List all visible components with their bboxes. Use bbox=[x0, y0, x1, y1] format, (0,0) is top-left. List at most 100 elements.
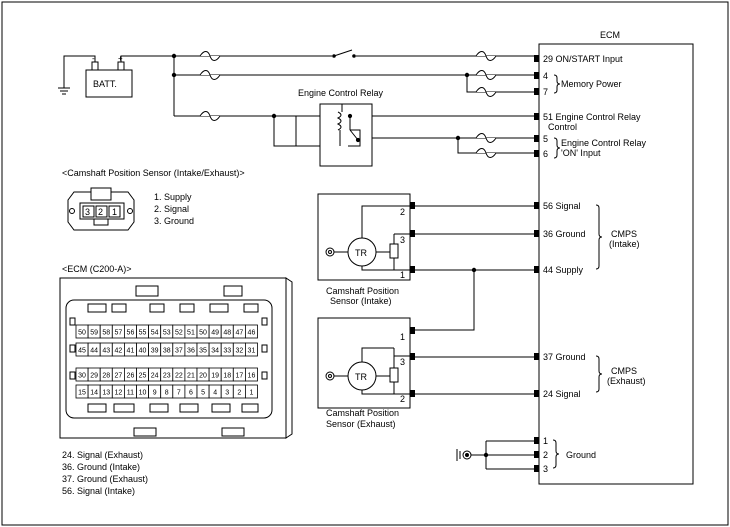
ecm-connector-pin-label: 46 bbox=[248, 330, 256, 337]
sensor-intake-internals bbox=[325, 205, 410, 271]
ecm-cmps-intake-a: CMPS bbox=[611, 229, 637, 239]
supply-junction-dot bbox=[471, 267, 477, 273]
cmp-connector-pins: 3 2 1 bbox=[82, 205, 121, 218]
ecm-connector-pin-label: 30 bbox=[78, 373, 86, 380]
ecm-connector-pin-label: 13 bbox=[102, 390, 110, 397]
ecm-title: ECM bbox=[600, 30, 620, 40]
ecm-connector-pin-label: 24 bbox=[151, 373, 159, 380]
ecm-connector-pin-label: 3 bbox=[225, 390, 229, 397]
ecm-cmps-exhaust-b: (Exhaust) bbox=[607, 376, 646, 386]
ecm-connector-pin-label: 58 bbox=[102, 330, 110, 337]
ecm-pin-markers bbox=[534, 55, 539, 472]
svg-text:2: 2 bbox=[98, 207, 103, 217]
ecm-connector-pin-label: 34 bbox=[211, 348, 219, 355]
ground-junction-dot bbox=[483, 452, 489, 458]
ecm-connector-pin-label: 38 bbox=[163, 348, 171, 355]
ground-wires bbox=[471, 440, 534, 470]
battery-minus: - bbox=[92, 54, 95, 63]
ecm-connector-pin-label: 17 bbox=[235, 373, 243, 380]
cmp-legend-ground: 3. Ground bbox=[154, 216, 194, 226]
ecm-connector-pin-label: 48 bbox=[223, 330, 231, 337]
ecm-relay-on-b: 'ON' Input bbox=[561, 148, 601, 158]
ecm-memory-power: Memory Power bbox=[561, 79, 622, 89]
ecm-pin-56: 56 Signal bbox=[543, 201, 581, 211]
ecm-connector-pin-label: 1 bbox=[249, 390, 253, 397]
ecm-connector-pin-label: 23 bbox=[163, 373, 171, 380]
ecm-connector-pin-label: 56 bbox=[127, 330, 135, 337]
ecm-connector-pin-label: 33 bbox=[223, 348, 231, 355]
sensor-intake-pin2: 2 bbox=[400, 207, 405, 217]
sensor-wires bbox=[415, 205, 534, 395]
ecm-legend-24: 24. Signal (Exhaust) bbox=[62, 450, 143, 460]
ecm-connector-pin-label: 49 bbox=[211, 330, 219, 337]
ecm-relay-on-a: Engine Control Relay bbox=[561, 138, 647, 148]
battery-ground-wire bbox=[63, 55, 96, 88]
ecm-ground-pin-2: 2 bbox=[543, 450, 548, 460]
ecm-connector-pin-label: 21 bbox=[187, 373, 195, 380]
ecm-connector-pin-label: 4 bbox=[213, 390, 217, 397]
junction-dots bbox=[171, 53, 470, 141]
cmp-legend-signal: 2. Signal bbox=[154, 204, 189, 214]
battery-terminal-pos bbox=[117, 61, 125, 71]
ecm-connector-pin-label: 6 bbox=[189, 390, 193, 397]
fuse-icons bbox=[199, 51, 497, 158]
ecm-connector-pin-label: 31 bbox=[248, 348, 256, 355]
ecm-connector-pin-label: 51 bbox=[187, 330, 195, 337]
ecm-pin-44: 44 Supply bbox=[543, 265, 584, 275]
ecm-pin-4: 4 bbox=[543, 71, 548, 81]
sensor-intake-pins bbox=[410, 202, 415, 273]
ecm-connector-pin-label: 15 bbox=[78, 390, 86, 397]
ecm-connector-pin-label: 59 bbox=[90, 330, 98, 337]
ecm-connector-pin-label: 43 bbox=[102, 348, 110, 355]
ecm-connector-pin-label: 50 bbox=[199, 330, 207, 337]
sensor-exhaust-internals bbox=[325, 347, 410, 395]
ecm-connector-pin-label: 40 bbox=[139, 348, 147, 355]
ecm-connector-pin-label: 22 bbox=[175, 373, 183, 380]
ecm-connector-cell bbox=[244, 324, 258, 339]
sensor-intake-caption-b: Sensor (Intake) bbox=[330, 296, 392, 306]
sensor-exhaust-caption-a: Camshaft Position bbox=[326, 408, 399, 418]
ecm-box bbox=[538, 43, 694, 485]
ecm-connector-pin-label: 18 bbox=[223, 373, 231, 380]
ecm-connector-pin-label: 37 bbox=[175, 348, 183, 355]
sensor-exhaust-pin3: 3 bbox=[400, 357, 405, 367]
battery-box bbox=[85, 69, 133, 98]
ecm-connector-pin-label: 52 bbox=[175, 330, 183, 337]
ecm-pin-5: 5 bbox=[543, 134, 548, 144]
ecm-connector-pin-label: 25 bbox=[139, 373, 147, 380]
ecm-connector-pin-label: 44 bbox=[90, 348, 98, 355]
battery-ground-icon bbox=[58, 87, 70, 95]
svg-text:3: 3 bbox=[85, 207, 90, 217]
ecm-connector-pin-label: 8 bbox=[165, 390, 169, 397]
sensor-exhaust-tr: TR bbox=[355, 372, 367, 382]
ecm-connector-pin-label: 11 bbox=[127, 390, 134, 397]
ecm-connector-cell bbox=[244, 342, 258, 357]
ecm-connector-pin-label: 5 bbox=[201, 390, 205, 397]
ecm-connector-pin-label: 28 bbox=[102, 373, 110, 380]
ecm-pin-29: 29 ON/START Input bbox=[543, 54, 623, 64]
ecm-connector-pin-label: 55 bbox=[139, 330, 147, 337]
sensor-exhaust-pin2: 2 bbox=[400, 394, 405, 404]
ecm-pin-7: 7 bbox=[543, 87, 548, 97]
ecm-ground-pin-1: 1 bbox=[543, 436, 548, 446]
ecm-connector-pin-label: 26 bbox=[127, 373, 135, 380]
ecm-connector-pin-label: 42 bbox=[114, 348, 122, 355]
ecm-connector-pin-label: 16 bbox=[248, 373, 256, 380]
ecm-connector-cell bbox=[244, 384, 258, 399]
ecm-connector-cell bbox=[244, 367, 258, 382]
ecm-connector-pin-label: 9 bbox=[153, 390, 157, 397]
ecm-connector-pin-label: 32 bbox=[235, 348, 243, 355]
ecm-connector-pin-label: 41 bbox=[127, 348, 135, 355]
ecm-connector-pin-label: 45 bbox=[78, 348, 86, 355]
ecm-pin-36: 36 Ground bbox=[543, 229, 586, 239]
svg-text:1: 1 bbox=[112, 207, 117, 217]
ecm-connector-pin-label: 12 bbox=[114, 390, 122, 397]
relay-box bbox=[319, 103, 373, 167]
cmp-connector-title: <Camshaft Position Sensor (Intake/Exhaus… bbox=[62, 168, 245, 178]
sensor-intake-caption-a: Camshaft Position bbox=[326, 286, 399, 296]
ecm-connector-pin-label: 53 bbox=[163, 330, 171, 337]
ecm-connector-pin-label: 10 bbox=[139, 390, 147, 397]
ecm-connector-pin-label: 2 bbox=[237, 390, 241, 397]
